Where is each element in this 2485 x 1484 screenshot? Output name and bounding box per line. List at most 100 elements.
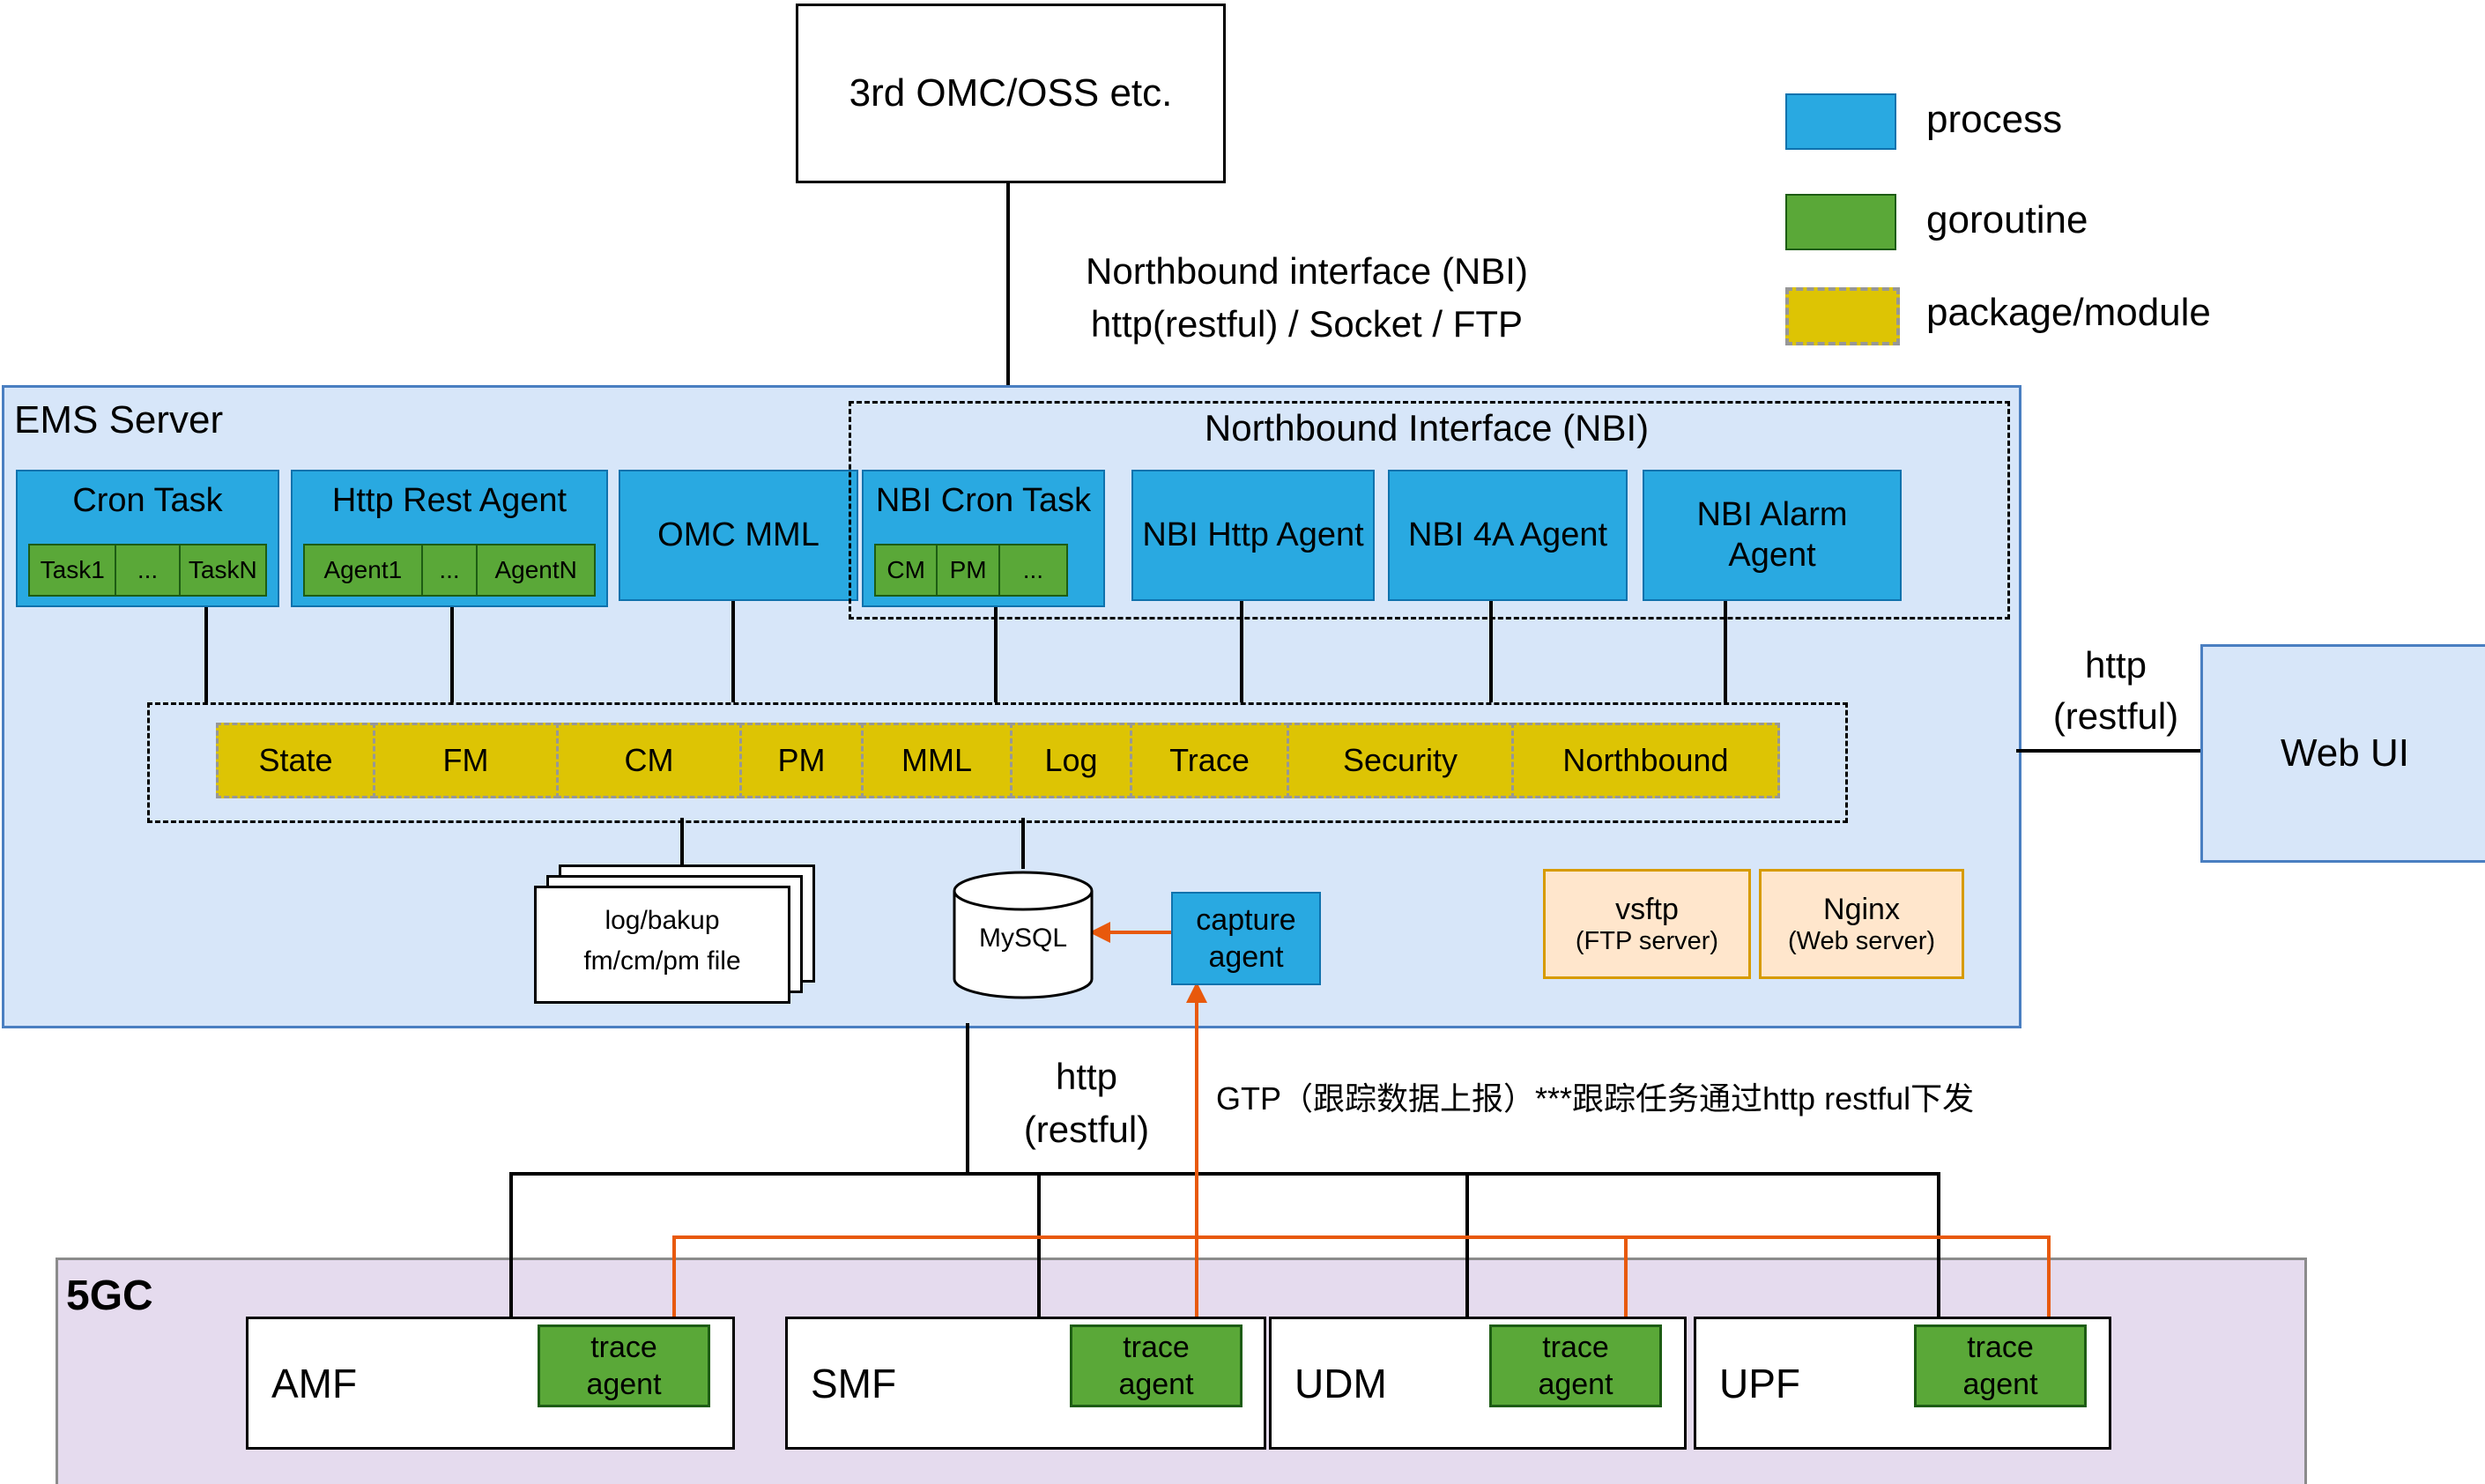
connector-ems-to-webui [2016, 749, 2200, 753]
connector-httprest-to-modules [450, 604, 454, 702]
goroutine-taskn: TaskN [178, 544, 268, 597]
amf-trace-agent: trace agent [538, 1324, 710, 1407]
ems-server-title: EMS Server [14, 398, 224, 441]
south-http-line1: http [1055, 1056, 1118, 1097]
http-rest-agent-title: Http Rest Agent [331, 482, 567, 519]
nbi-http-agent-box: NBI Http Agent [1131, 470, 1375, 601]
goroutine-cm: CM [874, 544, 938, 597]
connector-crontask-to-modules [204, 604, 208, 702]
smf-trace-agent: trace agent [1070, 1324, 1242, 1407]
module-log: Log [1010, 723, 1132, 798]
connector-ems-to-5gc [966, 1023, 969, 1176]
goroutine-task-ellipsis: ... [115, 544, 181, 597]
omc-oss-box: 3rd OMC/OSS etc. [796, 4, 1226, 183]
goroutine-task1: Task1 [28, 544, 117, 597]
mysql-label: MySQL [978, 924, 1068, 953]
upf-trace-agent-label: trace agent [1962, 1330, 2038, 1402]
upf-label: UPF [1719, 1360, 1800, 1406]
goroutine-pm: PM [936, 544, 1000, 597]
nginx-line1: Nginx [1823, 892, 1900, 926]
http-rest-agent-chips: Agent1 ... AgentN [303, 544, 596, 597]
vsftp-line1: vsftp [1615, 892, 1679, 926]
5gc-title: 5GC [66, 1273, 153, 1319]
goroutine-agentn: AgentN [476, 544, 596, 597]
south-http-line2: (restful) [1023, 1109, 1150, 1150]
http-rest-agent-box: Http Rest Agent Agent1 ... AgentN [291, 470, 608, 607]
nbi-alarm-agent-box: NBI Alarm Agent [1643, 470, 1902, 601]
module-mml: MML [861, 723, 1013, 798]
legend-goroutine-swatch [1785, 194, 1896, 250]
udm-label: UDM [1294, 1360, 1387, 1406]
capture-agent-box: capture agent [1171, 892, 1321, 985]
nbi-http-agent-label: NBI Http Agent [1142, 516, 1364, 553]
module-state: State [216, 723, 375, 798]
nbi-4a-agent-box: NBI 4A Agent [1388, 470, 1628, 601]
nbi-cron-task-chips: CM PM ... [874, 544, 1068, 597]
legend-goroutine-text: goroutine [1926, 198, 2088, 241]
south-http-label: http (restful) [994, 1050, 1179, 1156]
upf-trace-agent: trace agent [1914, 1324, 2087, 1407]
nbi-link-label: Northbound interface (NBI) http(restful)… [1051, 245, 1562, 351]
nginx-line2: (Web server) [1787, 926, 1936, 955]
vsftp-line2: (FTP server) [1575, 926, 1719, 955]
webui-label: Web UI [2281, 731, 2409, 775]
connector-bus-to-amf [509, 1172, 513, 1317]
legend-goroutine-label: goroutine [1926, 194, 2088, 247]
goroutine-agent-ellipsis: ... [420, 544, 478, 597]
trace-bus [672, 1235, 2051, 1239]
file-stack-front: log/bakup fm/cm/pm file [534, 886, 790, 1004]
goroutine-agent1: Agent1 [303, 544, 423, 597]
nbi-alarm-agent-label: NBI Alarm Agent [1696, 495, 1848, 574]
legend-process-label: process [1926, 93, 2062, 146]
connector-bus-to-udm [1465, 1176, 1469, 1317]
smf-trace-agent-label: trace agent [1118, 1330, 1194, 1402]
file-stack-line2: fm/cm/pm file [583, 946, 741, 976]
mysql-cylinder: MySQL [952, 869, 1094, 1001]
gtp-label: GTP（跟踪数据上报）***跟踪任务通过http restful下发 [1216, 1080, 1975, 1117]
cron-task-box: Cron Task Task1 ... TaskN [16, 470, 279, 607]
connector-omcmml-to-modules [731, 597, 735, 702]
connector-nbi4a-to-modules [1489, 597, 1493, 702]
webui-link-line1: http [2084, 644, 2147, 686]
module-trace: Trace [1130, 723, 1289, 798]
legend-package-label: package/module [1926, 287, 2211, 338]
vsftp-box: vsftp (FTP server) [1543, 869, 1751, 979]
legend-process-swatch [1785, 93, 1896, 150]
nbi-link-line1: Northbound interface (NBI) [1086, 250, 1528, 292]
legend-package-text: package/module [1926, 291, 2211, 334]
trace-link-smf-to-capture [1195, 999, 1198, 1325]
nbi-container [849, 401, 2010, 620]
cron-task-title: Cron Task [72, 482, 223, 519]
trace-link-udm [1624, 1237, 1628, 1325]
nbi-cron-task-box: NBI Cron Task CM PM ... [862, 470, 1105, 607]
connector-nbialarm-to-modules [1724, 597, 1727, 702]
nbi-4a-agent-label: NBI 4A Agent [1407, 516, 1608, 553]
nbi-link-line2: http(restful) / Socket / FTP [1090, 303, 1524, 345]
nbi-container-title: Northbound Interface (NBI) [1204, 407, 1650, 449]
webui-box: Web UI [2200, 644, 2485, 863]
module-pm: PM [739, 723, 864, 798]
amf-label: AMF [271, 1360, 358, 1406]
nbi-cron-task-title: NBI Cron Task [875, 482, 1092, 519]
omc-mml-box: OMC MML [619, 470, 858, 601]
file-stack-line1: log/bakup [605, 906, 720, 935]
trace-link-capture-to-mysql [1109, 931, 1171, 934]
module-northbound: Northbound [1511, 723, 1780, 798]
connector-nbihttp-to-modules [1240, 597, 1243, 702]
goroutine-nbi-ellipsis: ... [998, 544, 1068, 597]
modules-row: State FM CM PM MML Log Trace Security No… [216, 723, 1780, 798]
connector-nbicron-to-modules [994, 604, 998, 702]
webui-link-label: http (restful) [2023, 640, 2208, 742]
module-fm: FM [373, 723, 559, 798]
mysql-cylinder-shape [953, 871, 1094, 999]
smf-label: SMF [811, 1360, 897, 1406]
connector-omc-to-ems [1006, 178, 1010, 385]
trace-link-upf [2047, 1235, 2051, 1325]
amf-trace-agent-label: trace agent [586, 1330, 662, 1402]
cron-task-chips: Task1 ... TaskN [28, 544, 268, 597]
connector-bus-to-smf [1037, 1176, 1041, 1317]
legend-package-swatch [1785, 287, 1900, 345]
connector-modules-to-files [680, 818, 684, 868]
connector-bus-to-upf [1937, 1172, 1940, 1317]
